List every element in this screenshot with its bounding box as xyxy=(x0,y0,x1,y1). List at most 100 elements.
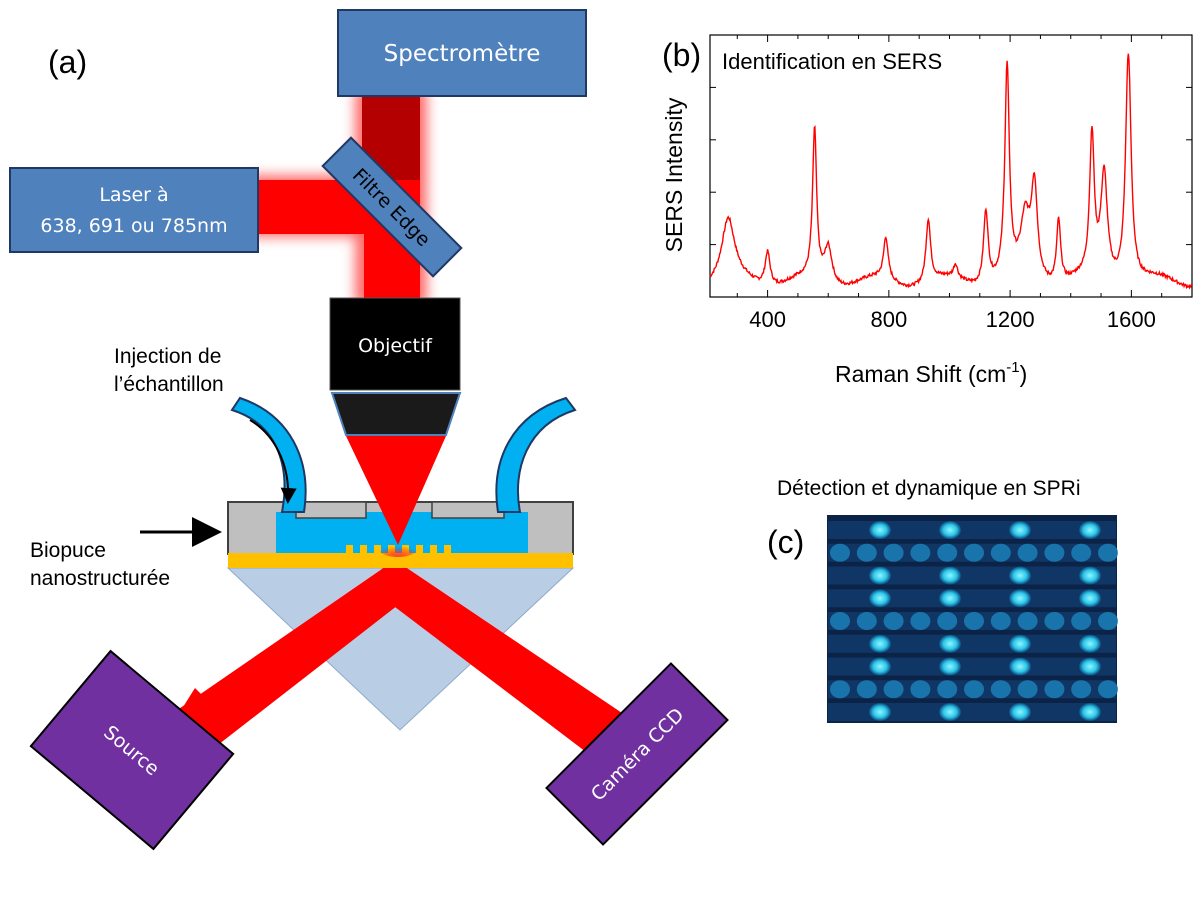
panel-c-label: (c) xyxy=(767,524,804,560)
spri-row-band xyxy=(828,634,1116,653)
spri-spot xyxy=(1098,543,1118,562)
spri-spot xyxy=(869,566,891,585)
spri-spot xyxy=(869,703,891,721)
incident-arrow-head xyxy=(178,688,212,715)
spri-spot xyxy=(939,703,961,721)
laser-label-line2: 638, 691 ou 785nm xyxy=(40,215,227,237)
spri-spot xyxy=(1009,657,1031,676)
laser-box xyxy=(9,167,259,253)
spri-spot xyxy=(869,521,891,539)
spri-row-band xyxy=(828,703,1116,721)
x-tick-label: 800 xyxy=(870,307,907,332)
spri-spot xyxy=(830,543,850,562)
spri-spot xyxy=(1079,657,1101,676)
panel-b-label: (b) xyxy=(662,37,701,73)
injection-label-line1: Injection de xyxy=(114,345,221,368)
spri-title: Détection et dynamique en SPRi xyxy=(777,477,1081,500)
objective-lens xyxy=(330,392,462,436)
reflected-beam xyxy=(370,560,625,755)
spri-spot xyxy=(939,566,961,585)
x-axis-label-sup: -1 xyxy=(1006,359,1019,376)
cover-right xyxy=(431,501,505,519)
spri-spot xyxy=(1079,566,1101,585)
spri-spot xyxy=(910,612,931,630)
spri-spot xyxy=(964,680,984,699)
spri-spot xyxy=(937,680,958,699)
chart-title: Identification en SERS xyxy=(722,49,942,74)
x-axis: 400 800 1200 1600 xyxy=(736,35,1163,332)
spri-spot xyxy=(1071,612,1092,630)
spri-spot xyxy=(1009,521,1031,539)
spri-array xyxy=(828,521,1118,721)
panel-a: (a) Spectromètre Laser à 638, 691 ou 785… xyxy=(9,9,729,851)
spri-spot xyxy=(1071,543,1092,562)
laser-label-line1: Laser à xyxy=(99,184,168,206)
spri-spot xyxy=(1098,680,1118,699)
spri-spot xyxy=(939,521,961,539)
injection-arrow xyxy=(249,419,297,504)
series-line xyxy=(709,53,1193,290)
spri-spot xyxy=(856,680,877,699)
spri-spot xyxy=(1079,703,1101,721)
spri-spot xyxy=(1079,634,1101,653)
panel-c: Détection et dynamique en SPRi (c) xyxy=(767,477,1118,723)
spri-spot xyxy=(939,589,961,608)
x-axis-label: Raman Shift (cm-1) xyxy=(835,359,1027,387)
focus-cone xyxy=(346,436,446,545)
spri-spot xyxy=(1009,589,1031,608)
spri-spot xyxy=(1017,612,1038,630)
outlet-tube xyxy=(495,396,577,513)
x-tick-label: 400 xyxy=(749,307,786,332)
x-tick-label: 1600 xyxy=(1107,307,1156,332)
spri-spot xyxy=(990,680,1011,699)
source-box: Source xyxy=(29,649,235,851)
spri-spot xyxy=(1079,521,1101,539)
panel-b: (b) Identification en SERS 400 800 1200 160… xyxy=(661,34,1193,387)
y-axis xyxy=(710,86,1192,246)
spri-spot xyxy=(990,543,1011,562)
spri-spot xyxy=(937,612,958,630)
spri-spot xyxy=(883,612,904,630)
spri-spot xyxy=(883,543,904,562)
y-axis-label: SERS Intensity xyxy=(661,97,687,252)
spri-spot xyxy=(1044,680,1065,699)
spri-spot xyxy=(869,634,891,653)
spri-spot xyxy=(856,612,877,630)
objective-body xyxy=(329,297,461,391)
spri-spot xyxy=(964,612,984,630)
spri-row-band xyxy=(828,521,1116,539)
focus-spot xyxy=(378,539,418,557)
spri-spot xyxy=(1009,703,1031,721)
spri-spot xyxy=(1098,612,1118,630)
x-axis-label-main: Raman Shift (cm xyxy=(835,361,1006,387)
spri-spot xyxy=(856,543,877,562)
spri-spot xyxy=(1071,680,1092,699)
plot-frame xyxy=(709,34,1193,298)
spri-row-band xyxy=(828,657,1116,676)
spri-spot xyxy=(1009,566,1031,585)
objective-label: Objectif xyxy=(358,335,433,357)
biochip-label-line1: Biopuce xyxy=(30,539,106,562)
spri-row-band xyxy=(828,589,1116,608)
x-tick-label: 1200 xyxy=(986,307,1035,332)
cover-left xyxy=(295,501,367,519)
spri-spot xyxy=(830,680,850,699)
inlet-tube xyxy=(230,396,307,513)
spri-spot xyxy=(1079,589,1101,608)
spectrometer-label: Spectromètre xyxy=(384,41,541,67)
spri-spot xyxy=(830,612,850,630)
incident-beam xyxy=(170,560,420,755)
spri-spot xyxy=(910,543,931,562)
spri-spot xyxy=(869,657,891,676)
gold-layer xyxy=(228,553,573,568)
panel-a-label: (a) xyxy=(48,44,87,80)
spri-spot xyxy=(964,543,984,562)
reflected-arrow-head xyxy=(555,680,590,708)
spri-spot xyxy=(1017,543,1038,562)
spri-spot xyxy=(1017,680,1038,699)
x-axis-label-close: ) xyxy=(1020,361,1028,387)
spri-spot xyxy=(990,612,1011,630)
spri-spot xyxy=(939,634,961,653)
spri-spot xyxy=(883,680,904,699)
